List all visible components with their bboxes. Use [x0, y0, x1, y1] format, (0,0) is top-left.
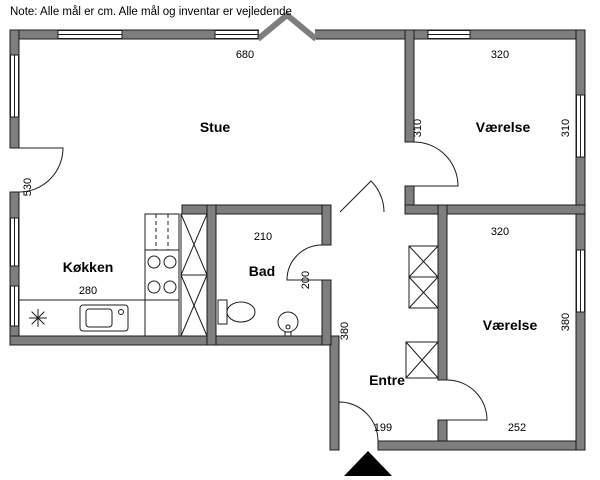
- wardrobe-icon: [408, 276, 439, 309]
- window-icon: [576, 94, 585, 158]
- lamp-icon: [29, 309, 47, 327]
- wall-bad-right-upper: [321, 204, 332, 246]
- dim-vaerelse-bottom-width: 252: [508, 422, 526, 434]
- door-swing-icon-vaerelse-bottom: [446, 379, 488, 421]
- window-icon: [214, 30, 259, 39]
- room-label-vaerelse-bottom: Værelse: [483, 317, 538, 333]
- dim-vaerelse-top-width: 320: [491, 49, 509, 61]
- dim-stue-width: 680: [236, 49, 254, 61]
- wall-entre-vaerelse-stub: [437, 419, 448, 442]
- wall-bottom-right: [377, 440, 586, 451]
- doors: [18, 141, 488, 442]
- room-label-stue: Stue: [200, 119, 231, 135]
- room-label-koekken: Køkken: [63, 259, 114, 275]
- walls: [9, 29, 586, 451]
- wall-bottom-left: [9, 335, 340, 346]
- windows: [10, 30, 585, 327]
- window-icon: [10, 54, 19, 118]
- window-icon: [57, 30, 123, 39]
- window-icon: [427, 30, 471, 39]
- dim-entre-entry-width: 199: [374, 422, 392, 434]
- wardrobe-icon: [408, 245, 439, 278]
- wall-bad-top: [181, 204, 332, 215]
- toilet-icon: [217, 299, 256, 325]
- dim-vaerelse-bottom-top-width: 320: [491, 226, 509, 238]
- washbasin-icon: [277, 311, 299, 337]
- room-label-bad: Bad: [249, 263, 275, 279]
- door-swing-icon-front-door: [338, 401, 379, 442]
- wall-entre-vaerelse-divider: [437, 204, 448, 381]
- window-icon: [10, 285, 19, 327]
- entre-fixtures: [405, 245, 439, 379]
- entrance-arrow-icon: [344, 451, 392, 476]
- room-label-entre: Entre: [369, 372, 405, 388]
- wardrobe-icon: [180, 213, 208, 276]
- note-text: Note: Alle mål er cm. Alle mål og invent…: [10, 6, 292, 18]
- dim-stue-depth: 530: [22, 178, 34, 196]
- wall-entre-west: [329, 335, 340, 451]
- room-label-vaerelse-top: Værelse: [476, 119, 531, 135]
- dim-vaerelse-top-depth-right: 310: [560, 119, 572, 137]
- dim-vaerelse-top-depth-left: 310: [412, 119, 424, 137]
- tall-cabinet-icon: [144, 213, 180, 251]
- dim-bad-depth: 200: [300, 271, 312, 289]
- dim-vaerelse-bottom-depth: 380: [560, 313, 572, 331]
- dim-entre-depth: 380: [339, 322, 351, 340]
- wardrobe-icon: [405, 341, 439, 379]
- door-swing-icon-vaerelse-top: [413, 141, 459, 187]
- window-icon: [10, 217, 19, 267]
- kitchen-fixtures: [18, 213, 208, 337]
- door-swing-icon-bad: [286, 244, 323, 281]
- kitchen-counter-corner: [144, 299, 180, 337]
- wall-divider-stue-vaerelse-upper: [404, 29, 415, 143]
- dim-bad-width: 210: [254, 231, 272, 243]
- kitchen-sink-icon: [79, 304, 129, 332]
- bathroom-fixtures: [217, 299, 299, 337]
- wall-bad-right-lower: [321, 279, 332, 346]
- bay-window-icon: [256, 11, 318, 42]
- wall-right: [575, 29, 586, 451]
- door-swing-icon-stue-entre: [339, 180, 385, 213]
- dim-koekken-run: 280: [79, 285, 97, 297]
- wall-bad-left: [206, 204, 217, 346]
- window-icon: [576, 249, 585, 313]
- wall-horizontal-right: [404, 204, 586, 215]
- stove-icon: [144, 249, 180, 301]
- door-swing-icon-balcony: [18, 147, 64, 193]
- wardrobe-icon: [180, 274, 208, 337]
